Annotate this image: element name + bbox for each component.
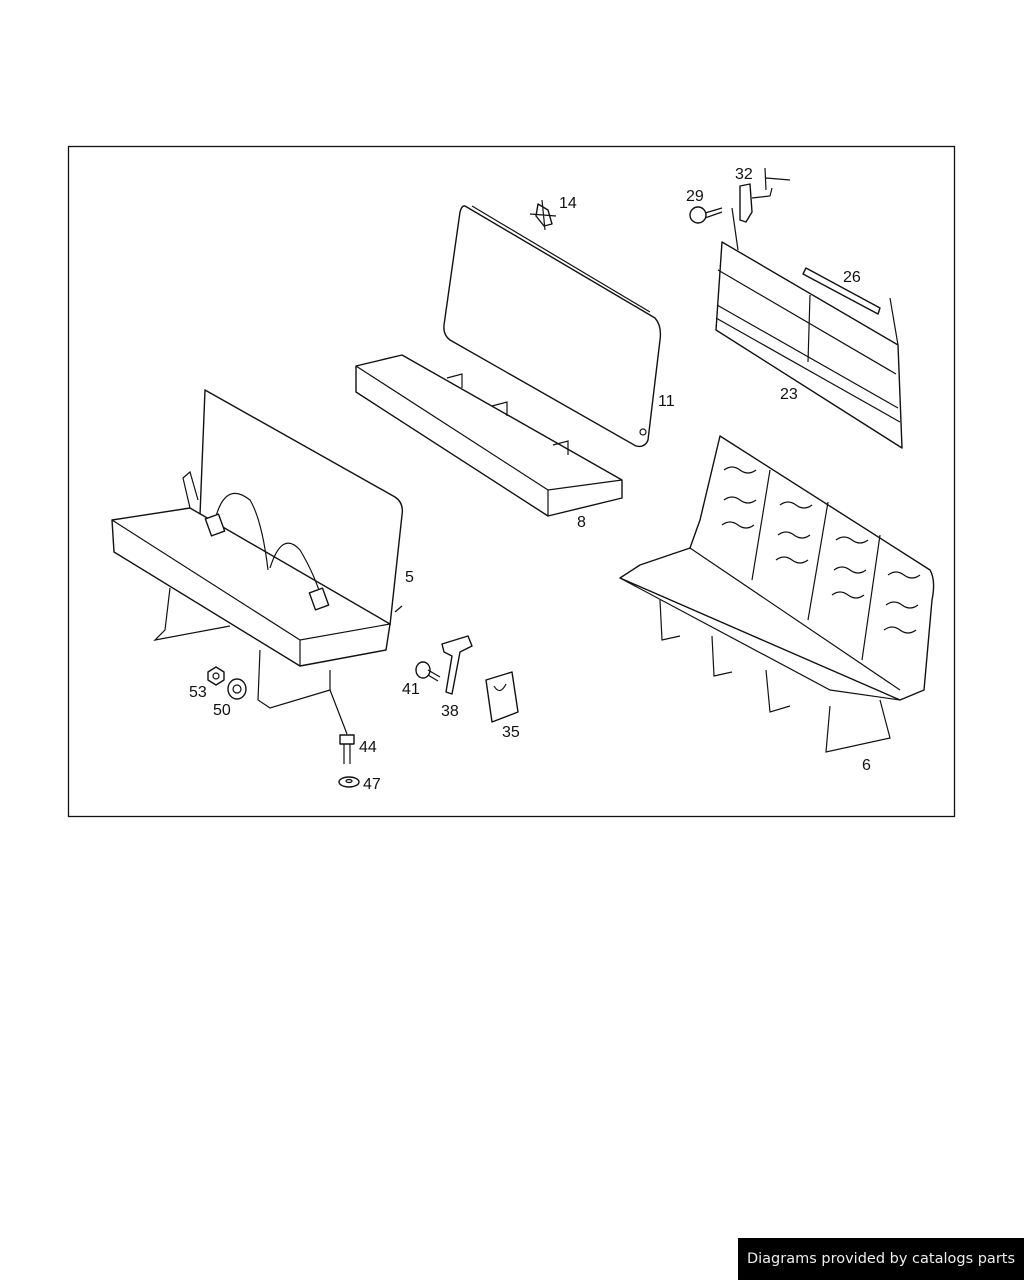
callout-50: 50: [213, 702, 231, 719]
callout-35: 35: [502, 724, 520, 741]
part-11-backrest[interactable]: [443, 205, 662, 448]
part-14-clip[interactable]: [529, 199, 557, 231]
callout-32: 32: [735, 166, 753, 183]
callout-5: 5: [405, 569, 414, 586]
callout-29: 29: [686, 188, 704, 205]
callout-38: 38: [441, 703, 459, 720]
part-26-rod[interactable]: [802, 267, 881, 315]
callout-44: 44: [359, 739, 377, 756]
callout-8: 8: [577, 514, 586, 531]
part-38-bracket[interactable]: [441, 635, 473, 695]
callout-23: 23: [780, 386, 798, 403]
part-35-plate[interactable]: [485, 671, 519, 723]
callout-6: 6: [862, 757, 871, 774]
part-23-panel-frame[interactable]: [715, 207, 903, 449]
part-5-bench-seat[interactable]: [111, 389, 404, 709]
callout-41: 41: [402, 681, 420, 698]
part-6-seat-frame[interactable]: [619, 435, 935, 753]
part-53-nut[interactable]: [207, 666, 225, 686]
part-44-bolt[interactable]: [329, 689, 355, 764]
callout-53: 53: [189, 684, 207, 701]
callout-14: 14: [559, 195, 577, 212]
callout-47: 47: [363, 776, 381, 793]
part-32-bracket[interactable]: [739, 167, 791, 223]
diagram-frame: [67, 145, 956, 818]
part-8-seat-cushion[interactable]: [355, 354, 623, 517]
part-50-washer[interactable]: [227, 678, 247, 700]
part-47-washer[interactable]: [338, 776, 360, 788]
part-29-screw[interactable]: [689, 206, 723, 224]
callout-11: 11: [658, 393, 675, 410]
callout-26: 26: [843, 269, 861, 286]
credit-banner: Diagrams provided by catalogs parts: [738, 1238, 1024, 1280]
part-41-bolt[interactable]: [415, 661, 441, 682]
